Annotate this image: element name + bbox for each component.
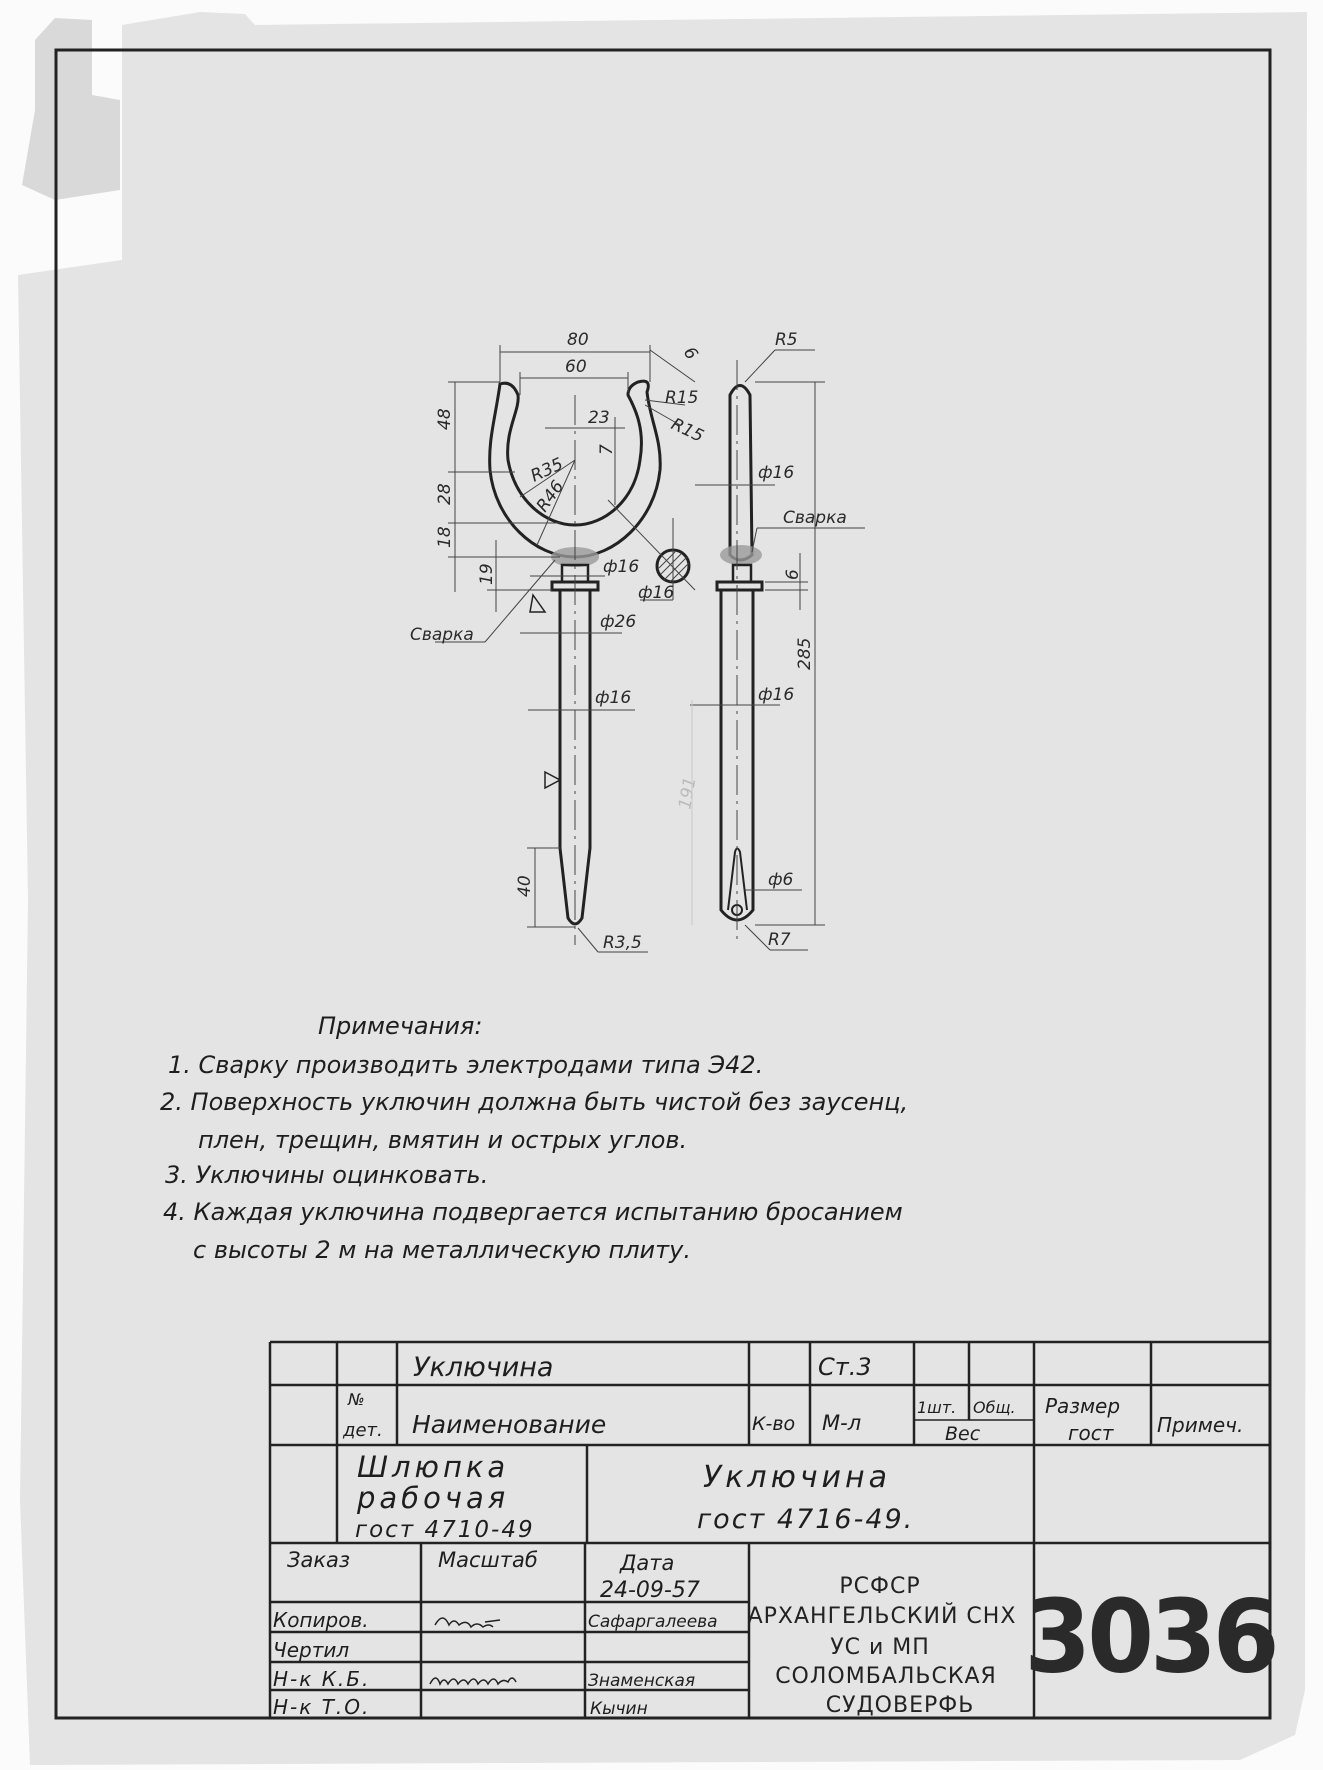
header-material: М-л <box>822 1411 861 1435</box>
header-weight: Вес <box>945 1423 981 1445</box>
header-no-2: дет. <box>342 1420 383 1441</box>
header-weight-total: Общ. <box>973 1398 1016 1417</box>
shaft <box>558 590 592 926</box>
note-4-cont: с высоты 2 м на металлическую плиту. <box>193 1236 691 1264</box>
drawing-frame <box>54 48 1272 1720</box>
dim-48: 48 <box>435 408 455 430</box>
header-weight-unit: 1шт. <box>917 1398 956 1417</box>
dim-19: 19 <box>477 563 497 585</box>
dim-r7: R7 <box>768 930 791 950</box>
notes-heading: Примечания: <box>318 1012 482 1040</box>
header-size-2: гост <box>1068 1421 1115 1445</box>
dim-phi16-section: ф16 <box>638 583 674 603</box>
role-copied: Копиров. <box>273 1608 369 1632</box>
dim-40: 40 <box>515 875 535 897</box>
header-size-1: Размер <box>1045 1394 1120 1418</box>
header-no-1: № <box>347 1390 365 1409</box>
drawing-title-2: гост 4716-49. <box>697 1504 914 1535</box>
dim-r3-5: R3,5 <box>603 933 642 953</box>
note-2-cont: плен, трещин, вмятин и острых углов. <box>198 1126 687 1154</box>
role-head-kb: Н-к К.Б. <box>273 1667 370 1691</box>
role-drawn: Чертил <box>273 1638 349 1662</box>
assembly-line-1: Шлюпка <box>357 1450 509 1484</box>
weld-label-front: Сварка <box>410 625 474 645</box>
notes: Примечания: 1. Сварку производить электр… <box>160 1012 908 1264</box>
drawing-title-1: Уключина <box>703 1460 891 1495</box>
dim-6-collar: 6 <box>783 569 803 580</box>
drawing-number-stamp: 3036 <box>1024 1579 1275 1696</box>
dim-18: 18 <box>435 526 455 548</box>
note-2: 2. Поверхность уключин должна быть чисто… <box>160 1088 908 1116</box>
dim-phi16-shaft: ф16 <box>595 688 631 708</box>
signature-copied <box>434 1617 501 1629</box>
signature-head-kb <box>429 1677 517 1686</box>
org-line-3: УС и МП <box>830 1635 930 1660</box>
dim-phi16-side-shaft: ф16 <box>758 685 794 705</box>
name-head-kb: Знаменская <box>588 1671 695 1691</box>
note-4: 4. Каждая уключина подвергается испытани… <box>163 1198 903 1226</box>
surface-finish-mark <box>529 593 547 613</box>
dim-28: 28 <box>435 483 455 505</box>
material-value: Ст.3 <box>818 1353 872 1381</box>
header-qty: К-во <box>752 1413 795 1435</box>
dim-phi6: ф6 <box>768 870 794 890</box>
title-block <box>268 1340 1270 1718</box>
paper-sheet <box>18 12 1307 1765</box>
surface-finish-mark <box>544 770 562 790</box>
role-head-to: Н-к Т.О. <box>273 1695 370 1719</box>
org-line-1: РСФСР <box>839 1574 920 1599</box>
dim-r15-a: R15 <box>665 388 698 408</box>
dim-23: 23 <box>588 408 610 428</box>
dim-80: 80 <box>567 330 589 350</box>
dim-phi26: ф26 <box>600 612 636 632</box>
side-view: R5 ф16 Сварка 6 285 ф16 ф6 R7 191 <box>675 330 865 951</box>
header-note: Примеч. <box>1157 1413 1243 1437</box>
dim-60: 60 <box>565 357 587 377</box>
part-name: Уключина <box>413 1352 553 1383</box>
order-label: Заказ <box>287 1548 350 1572</box>
org-line-5: СУДОВЕРФЬ <box>826 1693 975 1718</box>
note-3: 3. Уключины оцинковать. <box>165 1161 488 1189</box>
scale-label: Масштаб <box>438 1548 538 1572</box>
dim-phi16-top: ф16 <box>758 463 794 483</box>
assembly-line-3: гост 4710-49 <box>355 1517 535 1543</box>
paper-torn-flap <box>22 18 120 200</box>
note-1: 1. Сварку производить электродами типа Э… <box>168 1051 763 1079</box>
name-head-to: Кычин <box>590 1699 648 1719</box>
dim-7: 7 <box>597 444 617 455</box>
dim-r5: R5 <box>775 330 798 350</box>
side-collar <box>715 580 764 592</box>
assembly-line-2: рабочая <box>356 1481 509 1515</box>
date-value: 24-09-57 <box>600 1578 700 1603</box>
front-view: 80 60 48 28 18 19 23 7 R35 R46 6 R15 R15… <box>410 330 707 953</box>
oarlock-fork <box>488 379 662 559</box>
title-block-text: Уключина Ст.3 № дет. Наименование К-во М… <box>273 1352 1280 1719</box>
weld-label-side: Сварка <box>783 508 847 528</box>
name-copied: Сафаргалеева <box>588 1612 718 1632</box>
dim-phi16-neck: ф16 <box>603 557 639 577</box>
date-label: Дата <box>619 1551 674 1575</box>
org-line-2: АРХАНГЕЛЬСКИЙ СНХ <box>748 1603 1017 1629</box>
org-line-4: СОЛОМБАЛЬСКАЯ <box>775 1664 997 1689</box>
weld-blob <box>720 545 762 565</box>
dim-285: 285 <box>795 638 815 670</box>
header-name: Наименование <box>412 1410 606 1439</box>
